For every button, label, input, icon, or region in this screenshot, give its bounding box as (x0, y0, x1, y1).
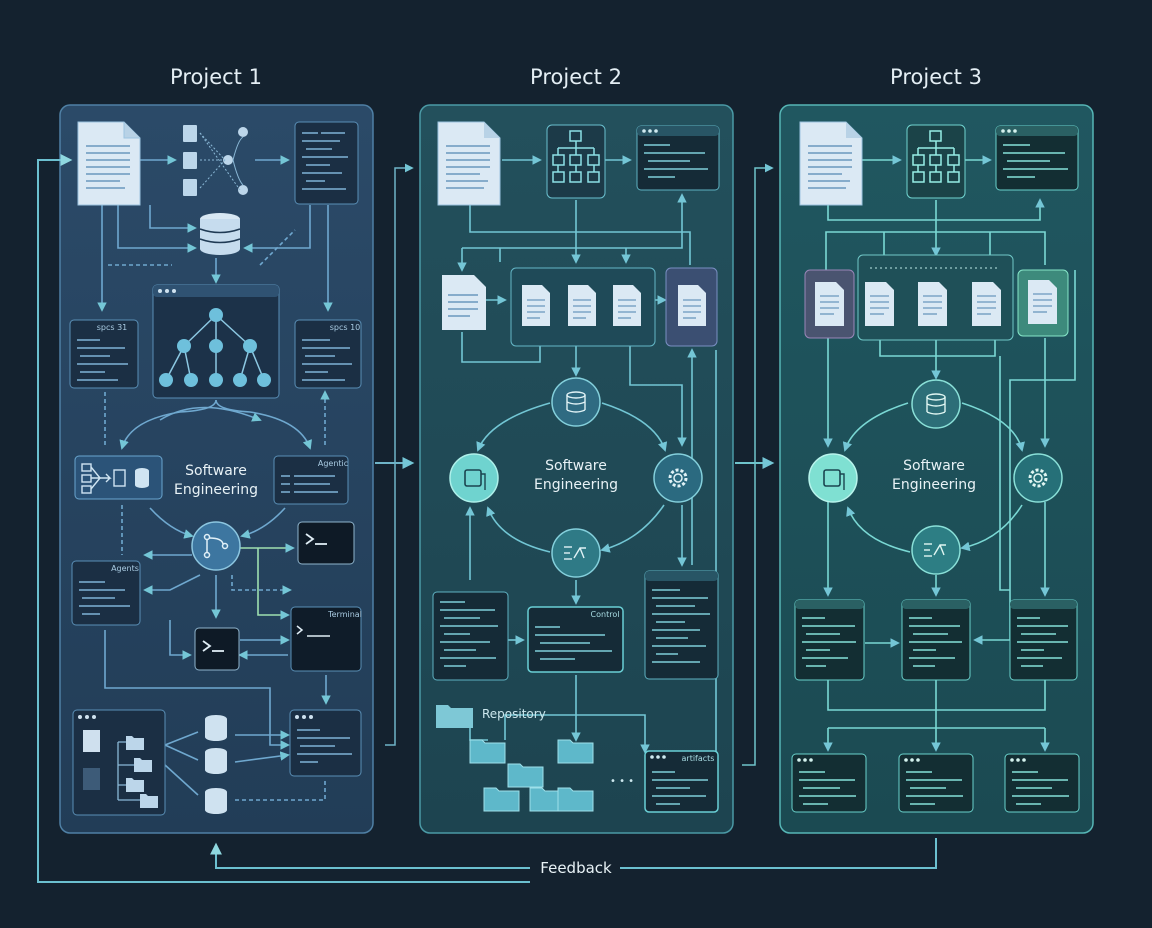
code-window-icon (901, 599, 971, 681)
project-2-center-label-line2: Engineering (534, 477, 618, 493)
panel-connector-1-2 (375, 163, 415, 746)
database-icon (911, 379, 961, 429)
project-3-title: Project 3 (890, 65, 982, 89)
document-icon (568, 285, 596, 326)
agentic-window-label: Agentic (318, 459, 348, 468)
document-icon (972, 282, 1001, 326)
project-3-center-label-line1: Software (903, 458, 965, 474)
terminal-window: Terminal (290, 606, 362, 672)
code-window-icon (1009, 599, 1078, 681)
branch-icon (191, 521, 241, 571)
code-window-icon (636, 125, 720, 191)
highlighted-document (1017, 269, 1069, 337)
agents-window: Agents (71, 560, 141, 626)
project-1-center-label-line2: Engineering (174, 482, 258, 498)
database-icon (199, 213, 241, 255)
gear-icon (1013, 453, 1063, 503)
terminal-icon (297, 521, 355, 565)
artifacts-window: artifacts (644, 750, 719, 813)
hierarchy-icon (906, 124, 966, 199)
code-window-icon (644, 570, 719, 680)
loop-node-icon (449, 453, 499, 503)
code-window-icon (794, 599, 865, 681)
split-docs-icon (183, 125, 248, 196)
document-icon (437, 121, 501, 206)
terminal-window-label: Terminal (327, 610, 362, 619)
highlighted-document (804, 269, 855, 339)
panel-connector-2-3 (735, 163, 775, 766)
project-1-center-label-line1: Software (185, 463, 247, 479)
agentic-window: Agentic (273, 455, 349, 505)
hierarchy-icon (546, 124, 606, 199)
spec-window-right: spcs 10 (294, 319, 362, 389)
code-window-icon (432, 591, 509, 681)
file-tree-window (72, 709, 166, 816)
code-window-icon (294, 121, 359, 205)
project-1-content: spcs 31 spcs 10 (69, 121, 362, 816)
document-icon (442, 275, 486, 330)
highlighted-document (665, 267, 718, 347)
document-icon (799, 121, 863, 206)
repository-label: Repository (482, 707, 546, 721)
database-icon (205, 715, 227, 814)
artifacts-window-label: artifacts (682, 754, 715, 763)
code-window-icon (995, 125, 1079, 191)
document-icon (865, 282, 894, 326)
gear-icon (653, 453, 703, 503)
control-window-label: Control (591, 610, 620, 619)
project-1-title: Project 1 (170, 65, 262, 89)
agents-window-label: Agents (111, 564, 139, 573)
spec-window-right-label: spcs 10 (330, 323, 361, 332)
database-icon (551, 377, 601, 427)
folder-group (469, 739, 594, 812)
project-2-content: Software Engineering Control (432, 121, 720, 813)
code-window-icon (289, 709, 362, 777)
code-window-icon (898, 753, 974, 813)
code-window-icon (791, 753, 867, 813)
project-3-center-label-line2: Engineering (892, 477, 976, 493)
project-2-center-label-line1: Software (545, 458, 607, 474)
folder-icon (436, 705, 473, 728)
merge-node-icon (551, 528, 601, 578)
loop-node-icon (808, 453, 858, 503)
control-window: Control (527, 606, 624, 673)
hierarchy-window (152, 284, 280, 399)
merge-node-icon (911, 525, 961, 575)
document-icon (613, 285, 641, 326)
feedback-loop (37, 154, 937, 883)
document-icon (77, 121, 141, 206)
more-ellipsis: • • • (610, 776, 634, 787)
project-3-content: Software Engineering (791, 121, 1080, 813)
document-icon (522, 285, 550, 326)
code-window-icon (1004, 753, 1080, 813)
spec-window-left: spcs 31 (69, 319, 139, 389)
feedback-label: Feedback (540, 859, 612, 877)
spec-window-left-label: spcs 31 (97, 323, 128, 332)
project-2-title: Project 2 (530, 65, 622, 89)
document-icon (918, 282, 947, 326)
pipeline-box (74, 455, 163, 500)
terminal-icon (194, 627, 240, 671)
